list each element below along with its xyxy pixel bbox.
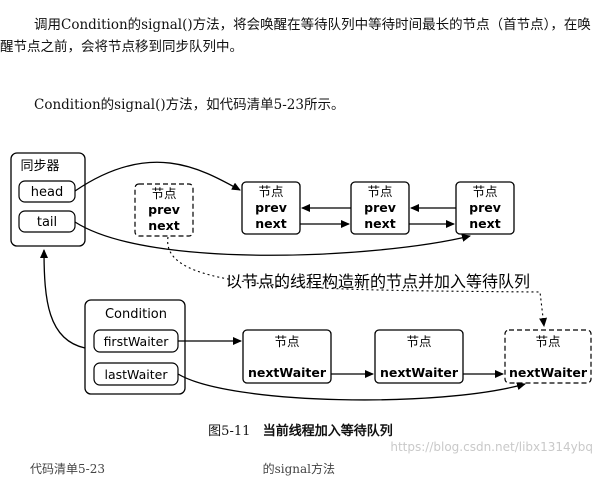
- wait-node-new-label: 节点: [535, 334, 560, 349]
- wait-node-new-next-waiter: nextWaiter: [509, 365, 588, 380]
- head-label: head: [31, 185, 63, 200]
- head-arrow: [74, 161, 241, 192]
- sync-node-1-label: 节点: [258, 184, 283, 199]
- wait-node-1-next-waiter: nextWaiter: [248, 365, 327, 380]
- figure-title: 当前线程加入等待队列: [262, 424, 393, 439]
- sync-node-2-label: 节点: [367, 184, 392, 199]
- new-sync-node-label: 节点: [151, 186, 176, 201]
- wait-node-2: [374, 329, 464, 384]
- sync-node-2-next: next: [364, 216, 395, 231]
- sync-node-3-next: next: [469, 216, 500, 231]
- head-field: [18, 180, 76, 203]
- annotation-text: 以节点的线程构造新的节点并加入等待队列: [226, 272, 530, 291]
- sync-node-1: [241, 181, 301, 235]
- paragraph-signal-description: 调用Condition的signal()方法，将会唤醒在等待队列中等待时间最长的…: [0, 17, 591, 55]
- bottom-fragment-middle: 的signal方法: [262, 462, 336, 476]
- first-waiter-label: firstWaiter: [104, 334, 170, 349]
- synchronizer-title: 同步器: [20, 159, 59, 174]
- new-sync-node-prev: prev: [148, 202, 180, 217]
- bottom-cut-text: 代码清单5-23 的signal方法: [30, 460, 335, 477]
- figure-caption: 图5-11 当前线程加入等待队列: [0, 420, 601, 439]
- condition-to-sync-arrow: [40, 249, 86, 349]
- wait-node-1-label: 节点: [274, 334, 299, 349]
- tail-field: [18, 210, 76, 233]
- new-sync-node: [134, 183, 194, 237]
- wait-node-2-next-waiter: nextWaiter: [380, 365, 459, 380]
- new-sync-node-next: next: [148, 218, 179, 233]
- wait-node-2-label: 节点: [406, 334, 431, 349]
- construct-new-node-arrow: [167, 236, 548, 327]
- watermark: https://blog.csdn.net/libx1314ybq: [390, 440, 593, 454]
- sync-node-1-next: next: [255, 216, 286, 231]
- last-waiter-label: lastWaiter: [105, 367, 169, 382]
- figure-number: 图5-11: [208, 424, 251, 439]
- tail-label: tail: [37, 215, 57, 230]
- tail-arrow: [74, 221, 471, 256]
- sync-node-2-prev: prev: [364, 200, 396, 215]
- sync-node-3-prev: prev: [469, 200, 501, 215]
- last-waiter-arrow: [177, 373, 526, 401]
- condition-title: Condition: [105, 307, 167, 322]
- sync-node-3-label: 节点: [472, 184, 497, 199]
- wait-node-new: [504, 329, 592, 384]
- bottom-fragment-left: 代码清单5-23: [30, 462, 105, 476]
- paragraph-code-listing-ref: Condition的signal()方法，如代码清单5-23所示。: [34, 97, 345, 113]
- wait-node-1: [242, 329, 332, 384]
- condition-queue-diagram: 同步器 head tail 节点 prev next 节点 prev next …: [10, 152, 592, 401]
- sync-node-1-prev: prev: [255, 200, 287, 215]
